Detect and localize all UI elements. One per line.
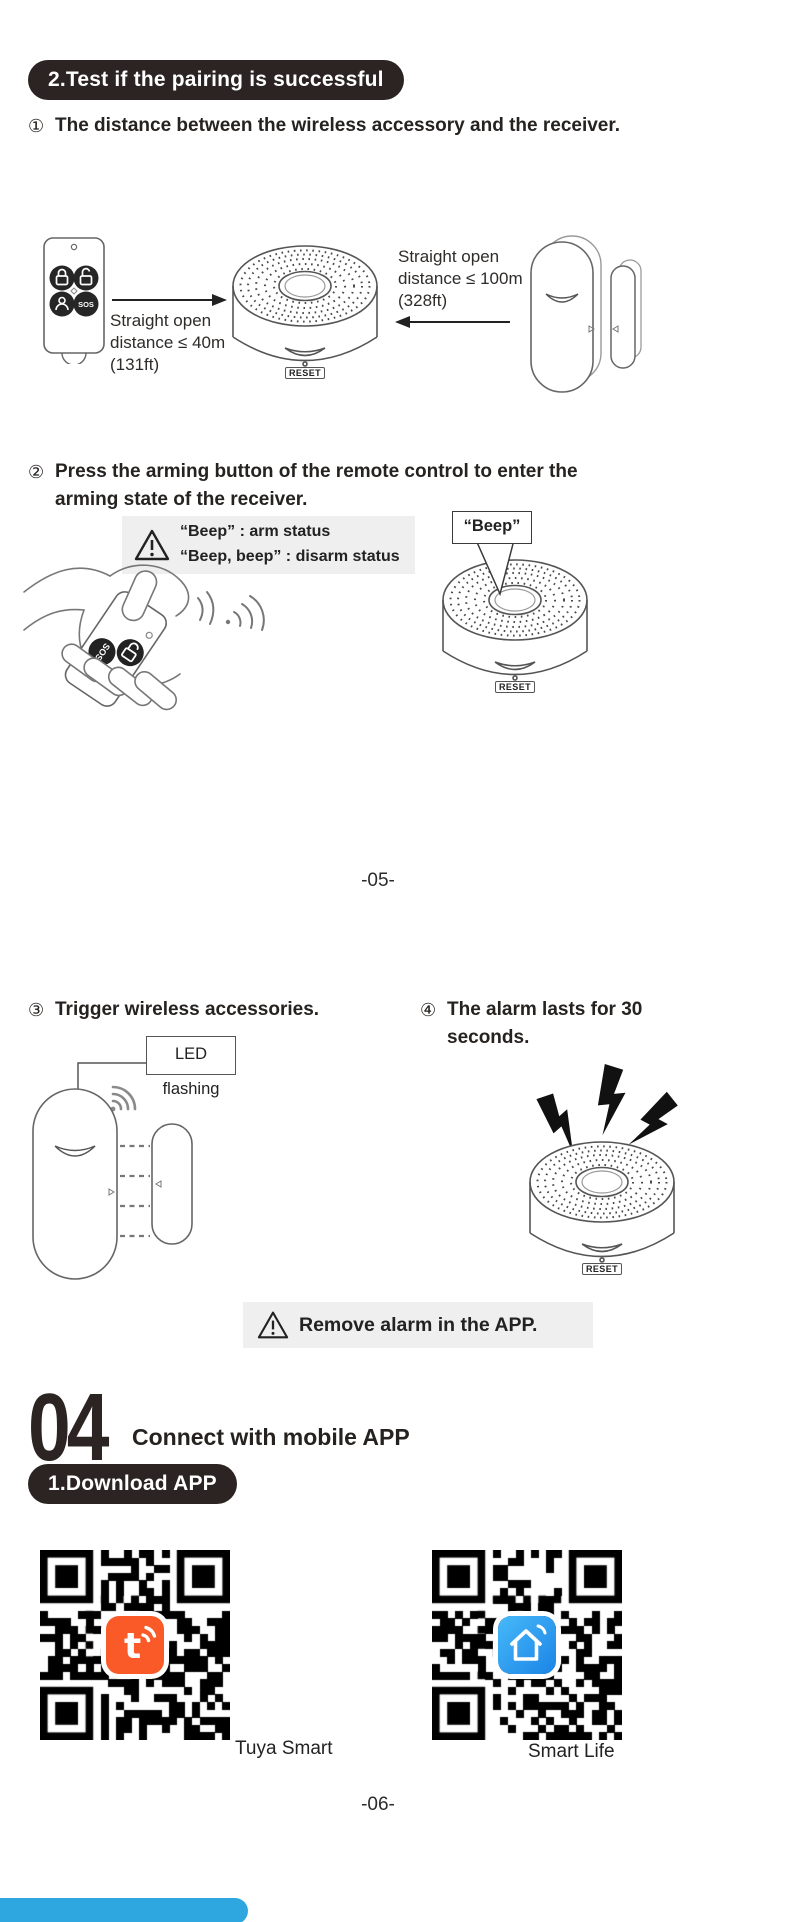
distance-right-line1: Straight open: [398, 247, 500, 266]
next-section-header-bar: [0, 1898, 248, 1922]
reset-button-label-2: RESET: [494, 681, 536, 693]
warning-triangle-icon-2: [257, 1311, 289, 1339]
qr-caption-tuya: Tuya Smart: [235, 1738, 333, 1759]
arm-lock-icon: [55, 268, 69, 286]
step-1: ① The distance between the wireless acce…: [28, 112, 623, 140]
step-2: ② Press the arming button of the remote …: [28, 458, 635, 514]
door-sensor-front-illustration: [32, 1088, 118, 1280]
disarm-unlock-icon: [79, 267, 93, 286]
siren-illustration-2: RESET: [425, 548, 605, 698]
home-arm-icon: [55, 296, 69, 311]
hand-pressing-remote-illustration: SOS: [23, 564, 265, 711]
step-3-text: Trigger wireless accessories.: [55, 999, 320, 1020]
sensor-led-slot: [545, 293, 579, 303]
section-header-download-app: 1.Download APP: [28, 1464, 237, 1504]
step-2-text: Press the arming button of the remote co…: [55, 461, 578, 511]
remove-alarm-note: Remove alarm in the APP.: [243, 1302, 593, 1348]
led-flashing-label: LED flashing: [146, 1036, 236, 1098]
beep-arm-status: “Beep” : arm status: [180, 523, 331, 541]
distance-left-line2: distance ≤ 40m: [110, 333, 226, 353]
section-header-test-pairing: 2.Test if the pairing is successful: [28, 60, 404, 100]
step-2-number: ②: [28, 462, 45, 482]
siren-illustration-3: RESET: [512, 1130, 692, 1280]
step-1-number: ①: [28, 116, 45, 136]
remote-buttons: SOS: [49, 265, 99, 317]
tuya-app-logo: t: [106, 1616, 164, 1674]
sensor-led-slot-2: [54, 1145, 96, 1157]
warning-triangle-icon: [134, 529, 170, 561]
arrow-left-icon: [395, 316, 510, 328]
svg-text:t: t: [124, 1626, 141, 1667]
qr-code-smart-life: [432, 1550, 622, 1740]
distance-right-line2: distance ≤ 100m: [398, 269, 523, 289]
page-number-05: -05-: [361, 870, 395, 891]
step-4: ④ The alarm lasts for 30 seconds.: [420, 996, 689, 1052]
step-1-text: The distance between the wireless access…: [55, 115, 620, 136]
step-4-text: The alarm lasts for 30 seconds.: [447, 999, 643, 1049]
reset-button-label-3: RESET: [581, 1263, 623, 1275]
alignment-dashes: [120, 1144, 150, 1238]
smart-life-app-logo: [498, 1616, 556, 1674]
beep-callout: “Beep”: [452, 511, 532, 544]
beep-status-note: “Beep” : arm status “Beep, beep” : disar…: [122, 516, 415, 574]
callout-pointer: [475, 540, 515, 597]
step-3-number: ③: [28, 1000, 45, 1020]
step-4-number: ④: [420, 1000, 437, 1020]
door-sensor-illustration: [530, 235, 642, 393]
remove-alarm-text: Remove alarm in the APP.: [299, 1313, 538, 1336]
distance-left-line3: (131ft): [110, 355, 160, 375]
section-number-text: 04: [28, 1374, 109, 1481]
qr-caption-smartlife: Smart Life: [528, 1741, 615, 1762]
qr-code-tuya-smart: t: [40, 1550, 230, 1740]
distance-label-right: Straight open distance ≤ 100m (328ft): [398, 246, 523, 312]
page-number-06: -06-: [361, 1794, 395, 1815]
distance-right-line3: (328ft): [398, 291, 448, 311]
sos-button-label: SOS: [78, 300, 94, 309]
sensor-magnet-illustration: [151, 1123, 193, 1245]
section-number-04: 04: [28, 1374, 125, 1481]
arrow-right-icon: [112, 294, 227, 306]
section-title-connect-app: Connect with mobile APP: [132, 1424, 410, 1450]
beep-disarm-status: “Beep, beep” : disarm status: [180, 548, 400, 565]
reset-button-label: RESET: [284, 367, 326, 379]
remote-control-illustration: SOS: [43, 237, 105, 364]
wireless-signal-icon: [110, 1085, 137, 1112]
keyring-hole: [61, 352, 87, 364]
distance-label-left: Straight open distance ≤ 40m (131ft): [110, 310, 225, 376]
siren-illustration-1: RESET: [215, 234, 395, 384]
distance-left-line1: Straight open: [110, 311, 212, 330]
step-3: ③ Trigger wireless accessories.: [28, 996, 395, 1024]
